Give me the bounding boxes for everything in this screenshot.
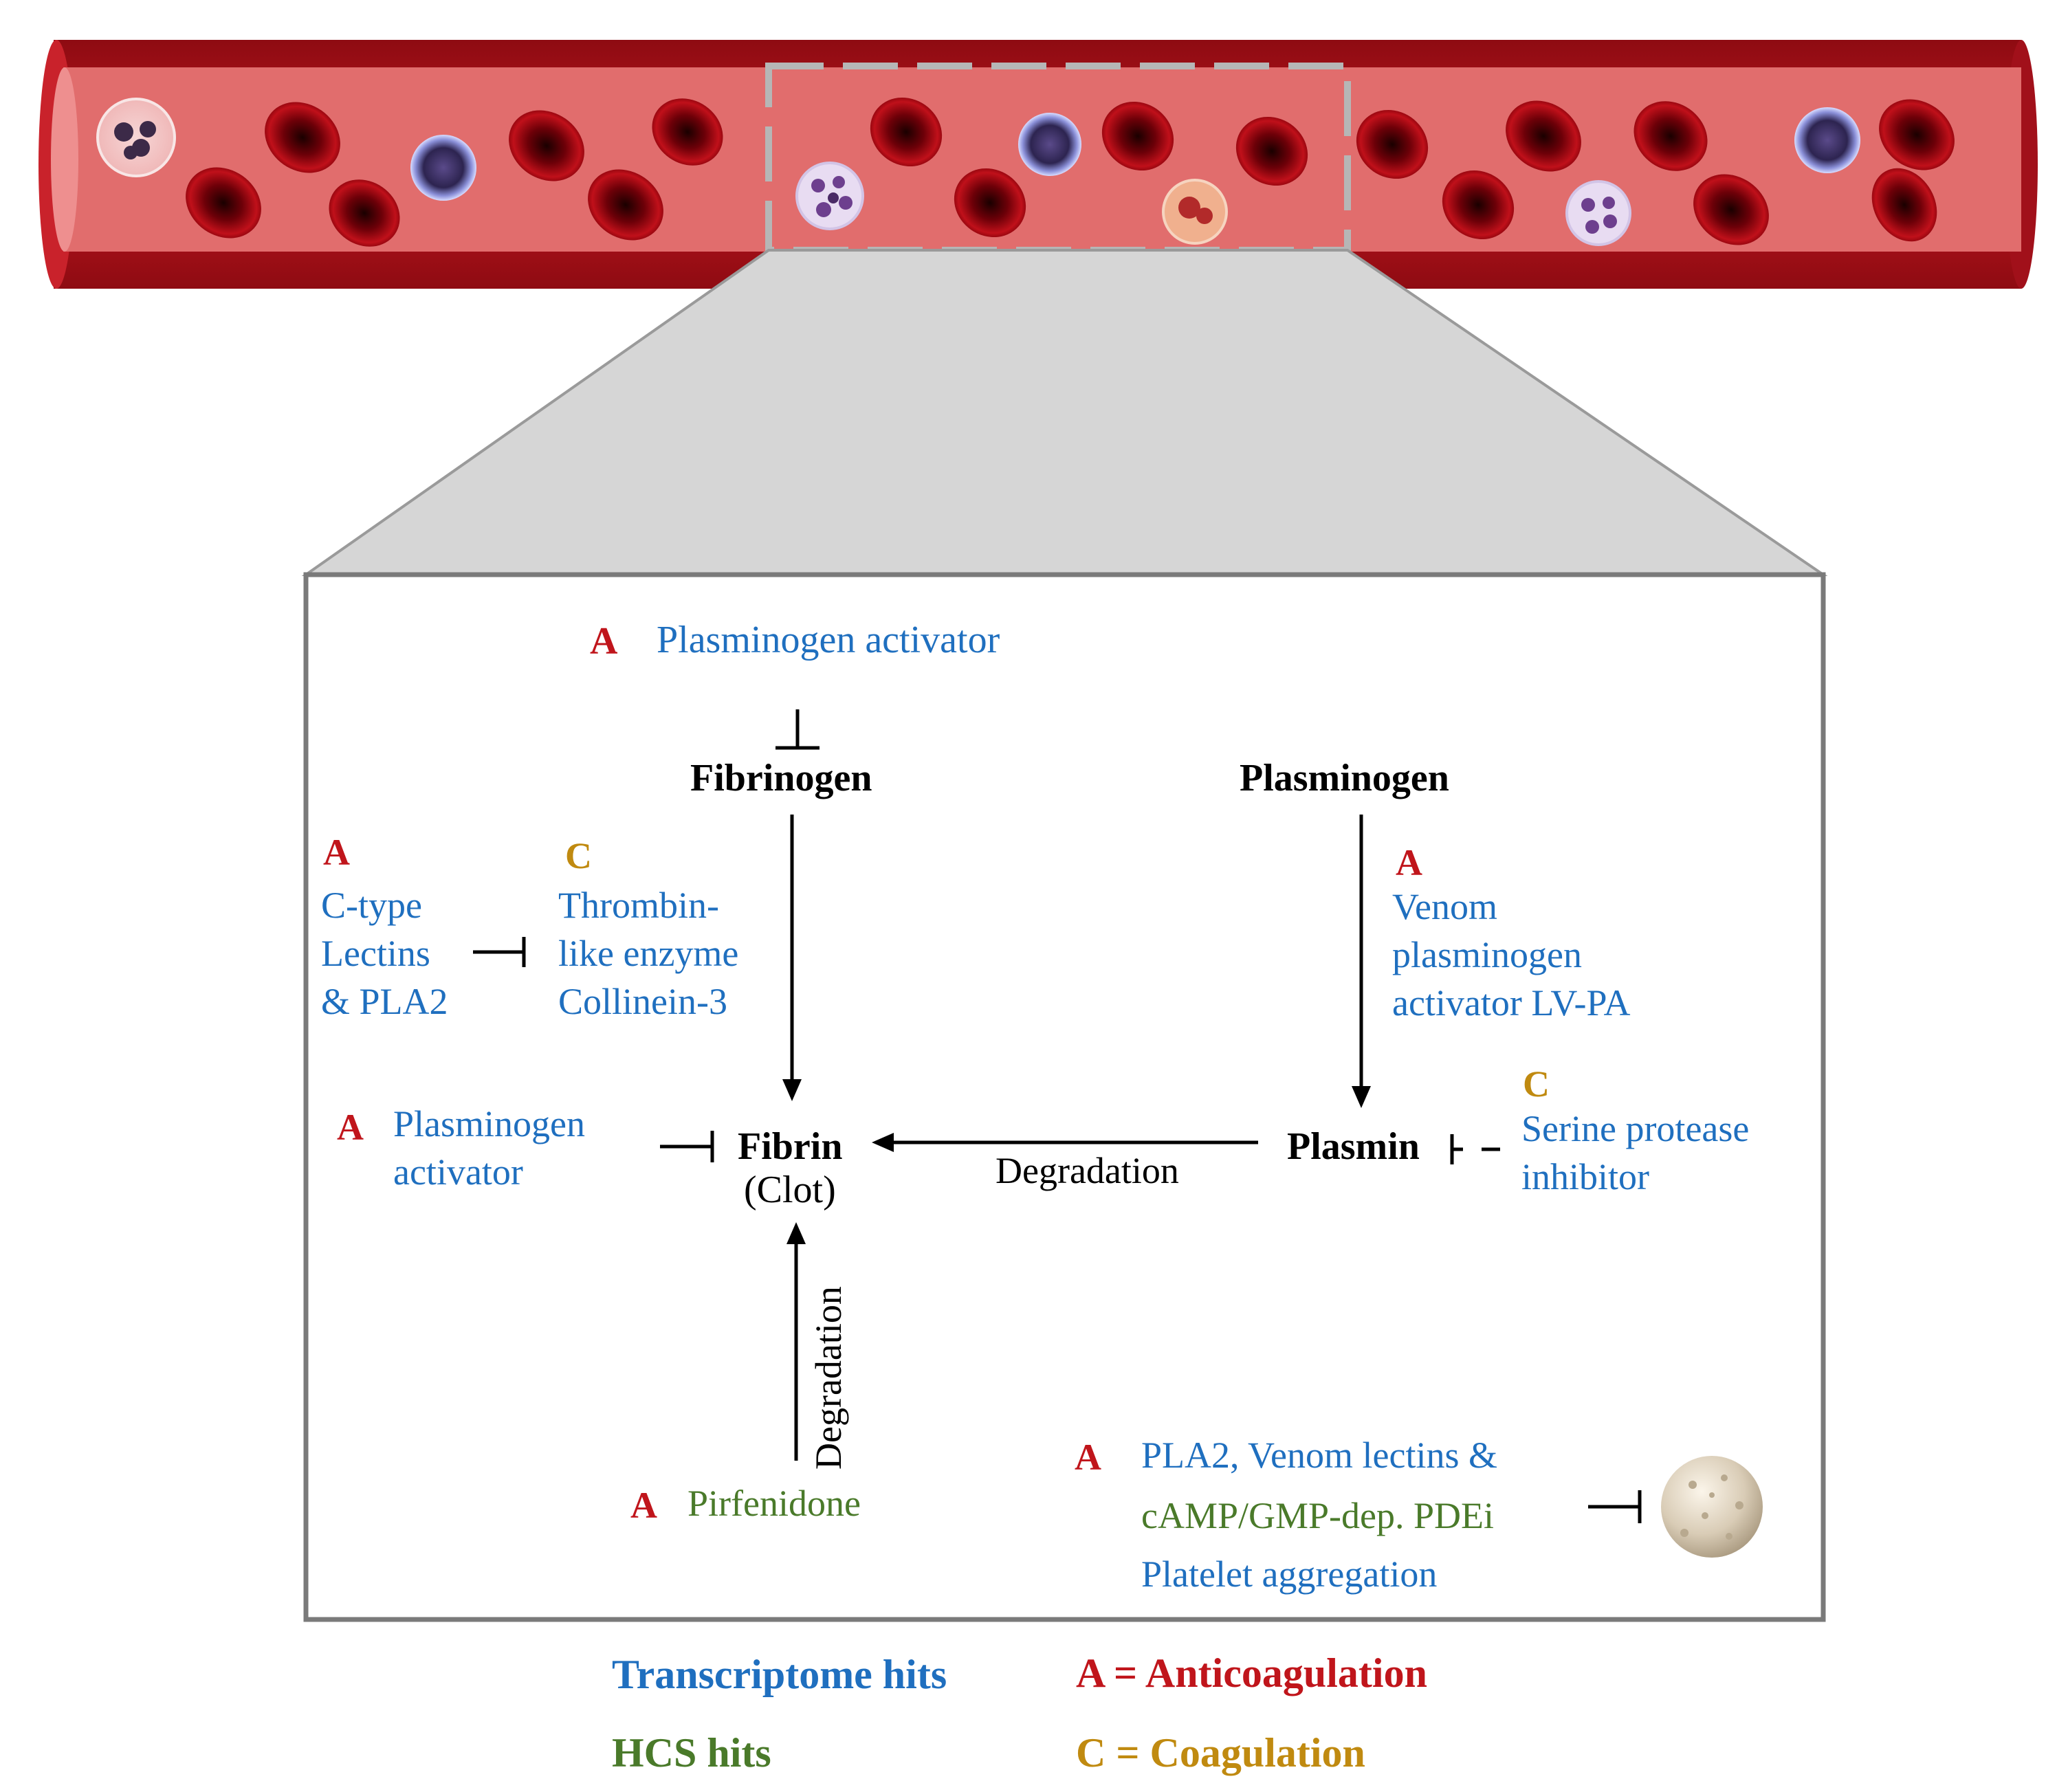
node-fibrin: Fibrin: [738, 1125, 843, 1168]
platelet-line-aggregation: Platelet aggregation: [1141, 1553, 1438, 1595]
c-type-lectins-line: Lectins: [321, 933, 430, 974]
pathway-edges: [473, 709, 1642, 1523]
detail-panel: [303, 572, 1826, 1622]
node-clot: (Clot): [744, 1169, 836, 1211]
marker-anticoag: A: [590, 620, 618, 663]
thrombin-like-line: Collinein-3: [558, 981, 727, 1022]
node-plasmin: Plasmin: [1287, 1125, 1420, 1168]
marker-anticoag: A: [1396, 842, 1422, 883]
c-type-lectins-line: C-type: [321, 885, 422, 926]
legend-coagulation: C = Coagulation: [1076, 1730, 1365, 1776]
legend-transcriptome: Transcriptome hits: [612, 1652, 947, 1697]
legend-anticoagulation: A = Anticoagulation: [1076, 1650, 1427, 1696]
platelet-icon: [1661, 1456, 1763, 1558]
plasminogen-activator-top: Plasminogen activator: [657, 619, 1000, 661]
white-blood-cells: [96, 98, 1860, 246]
edge-label-degradation-vertical: Degradation: [808, 1286, 849, 1470]
serine-protease-line: inhibitor: [1521, 1156, 1649, 1197]
pirfenidone-label: Pirfenidone: [688, 1483, 861, 1524]
red-blood-cells: [186, 97, 1955, 247]
venom-activator-line: Venom: [1392, 886, 1497, 927]
platelet-line-transcriptome: PLA2, Venom lectins &: [1141, 1435, 1497, 1476]
node-plasminogen: Plasminogen: [1240, 757, 1449, 799]
marker-anticoag: A: [323, 832, 350, 873]
marker-coag: C: [1523, 1063, 1550, 1105]
legend-hcs: HCS hits: [612, 1730, 771, 1776]
fibrin-inhibitor-line: activator: [393, 1151, 523, 1193]
marker-anticoag: A: [630, 1485, 657, 1526]
platelet-line-hcs: cAMP/GMP-dep. PDEi: [1141, 1495, 1495, 1536]
thrombin-like-line: Thrombin-: [558, 885, 719, 926]
zoom-projection: [301, 249, 1828, 576]
venom-activator-line: activator LV-PA: [1392, 982, 1631, 1024]
venom-activator-line: plasminogen: [1392, 934, 1582, 975]
marker-anticoag: A: [1075, 1437, 1101, 1478]
fibrin-inhibitor-line: Plasminogen: [393, 1103, 585, 1144]
edge-label-degradation: Degradation: [996, 1150, 1179, 1191]
node-fibrinogen: Fibrinogen: [690, 757, 872, 799]
serine-protease-line: Serine protease: [1521, 1108, 1750, 1149]
c-type-lectins-line: & PLA2: [321, 981, 448, 1022]
thrombin-like-line: like enzyme: [558, 933, 739, 974]
marker-coag: C: [565, 835, 592, 876]
marker-anticoag: A: [337, 1107, 364, 1148]
